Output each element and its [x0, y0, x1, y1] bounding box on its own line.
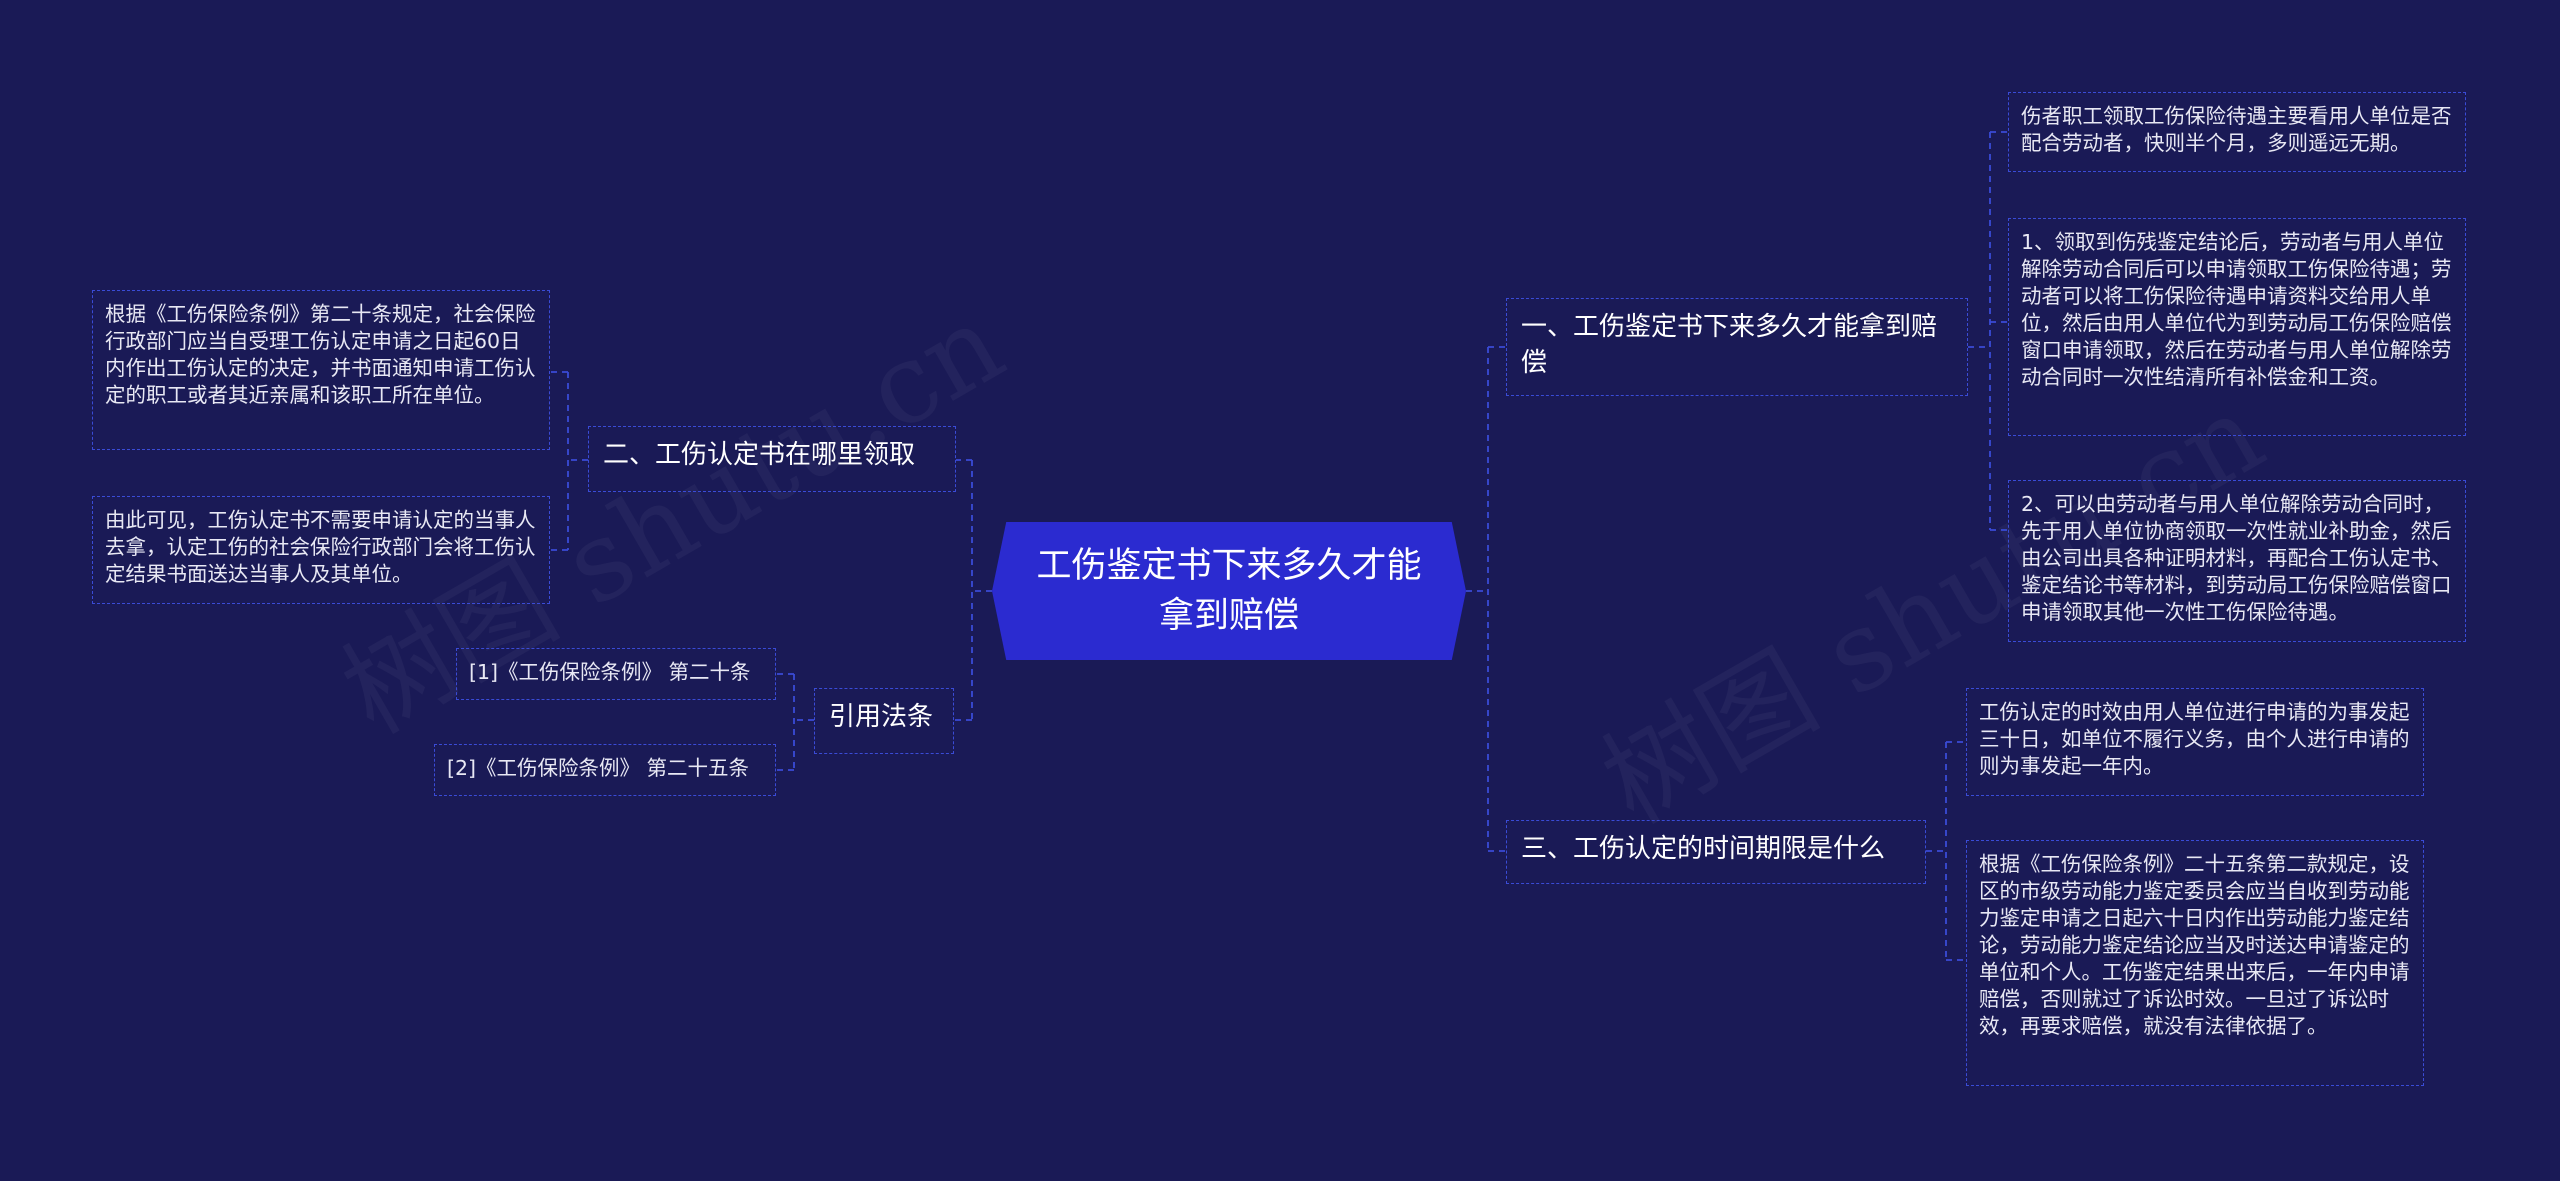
leaf-text: 由此可见，工伤认定书不需要申请认定的当事人去拿，认定工伤的社会保险行政部门会将工…: [105, 508, 536, 586]
leaf-text: 根据《工伤保险条例》二十五条第二款规定，设区的市级劳动能力鉴定委员会应当自收到劳…: [1979, 852, 2410, 1038]
leaf-note[interactable]: 根据《工伤保险条例》第二十条规定，社会保险行政部门应当自受理工伤认定申请之日起6…: [92, 290, 550, 450]
branch-label: 一、工伤鉴定书下来多久才能拿到赔偿: [1521, 312, 1938, 378]
leaf-text: 2、可以由劳动者与用人单位解除劳动合同时，先于用人单位协商领取一次性就业补助金，…: [2021, 492, 2452, 624]
leaf-note[interactable]: 2、可以由劳动者与用人单位解除劳动合同时，先于用人单位协商领取一次性就业补助金，…: [2008, 480, 2466, 642]
leaf-text: [1]《工伤保险条例》 第二十条: [469, 660, 751, 684]
center-topic[interactable]: 工伤鉴定书下来多久才能拿到赔偿: [992, 522, 1466, 660]
branch-label: 三、工伤认定的时间期限是什么: [1521, 834, 1886, 864]
branch-time-limit[interactable]: 三、工伤认定的时间期限是什么: [1506, 820, 1926, 884]
leaf-note[interactable]: 工伤认定的时效由用人单位进行申请的为事发起三十日，如单位不履行义务，由个人进行申…: [1966, 688, 2424, 796]
leaf-text: [2]《工伤保险条例》 第二十五条: [447, 756, 750, 780]
branch-label: 引用法条: [829, 702, 934, 732]
leaf-text: 1、领取到伤残鉴定结论后，劳动者与用人单位解除劳动合同后可以申请领取工伤保险待遇…: [2021, 230, 2452, 389]
leaf-note[interactable]: 1、领取到伤残鉴定结论后，劳动者与用人单位解除劳动合同后可以申请领取工伤保险待遇…: [2008, 218, 2466, 436]
branch-cited-articles[interactable]: 引用法条: [814, 688, 954, 754]
leaf-note[interactable]: 由此可见，工伤认定书不需要申请认定的当事人去拿，认定工伤的社会保险行政部门会将工…: [92, 496, 550, 604]
leaf-note[interactable]: 根据《工伤保险条例》二十五条第二款规定，设区的市级劳动能力鉴定委员会应当自收到劳…: [1966, 840, 2424, 1086]
branch-how-long-to-get-compensation[interactable]: 一、工伤鉴定书下来多久才能拿到赔偿: [1506, 298, 1968, 396]
leaf-text: 根据《工伤保险条例》第二十条规定，社会保险行政部门应当自受理工伤认定申请之日起6…: [105, 302, 536, 407]
branch-where-to-collect[interactable]: 二、工伤认定书在哪里领取: [588, 426, 956, 492]
branch-label: 二、工伤认定书在哪里领取: [603, 440, 916, 470]
leaf-text: 工伤认定的时效由用人单位进行申请的为事发起三十日，如单位不履行义务，由个人进行申…: [1979, 700, 2410, 778]
leaf-citation[interactable]: [2]《工伤保险条例》 第二十五条: [434, 744, 776, 796]
leaf-text: 伤者职工领取工伤保险待遇主要看用人单位是否配合劳动者，快则半个月，多则遥远无期。: [2021, 104, 2452, 155]
leaf-citation[interactable]: [1]《工伤保险条例》 第二十条: [456, 648, 776, 700]
leaf-note[interactable]: 伤者职工领取工伤保险待遇主要看用人单位是否配合劳动者，快则半个月，多则遥远无期。: [2008, 92, 2466, 172]
center-topic-label: 工伤鉴定书下来多久才能拿到赔偿: [1036, 546, 1422, 636]
